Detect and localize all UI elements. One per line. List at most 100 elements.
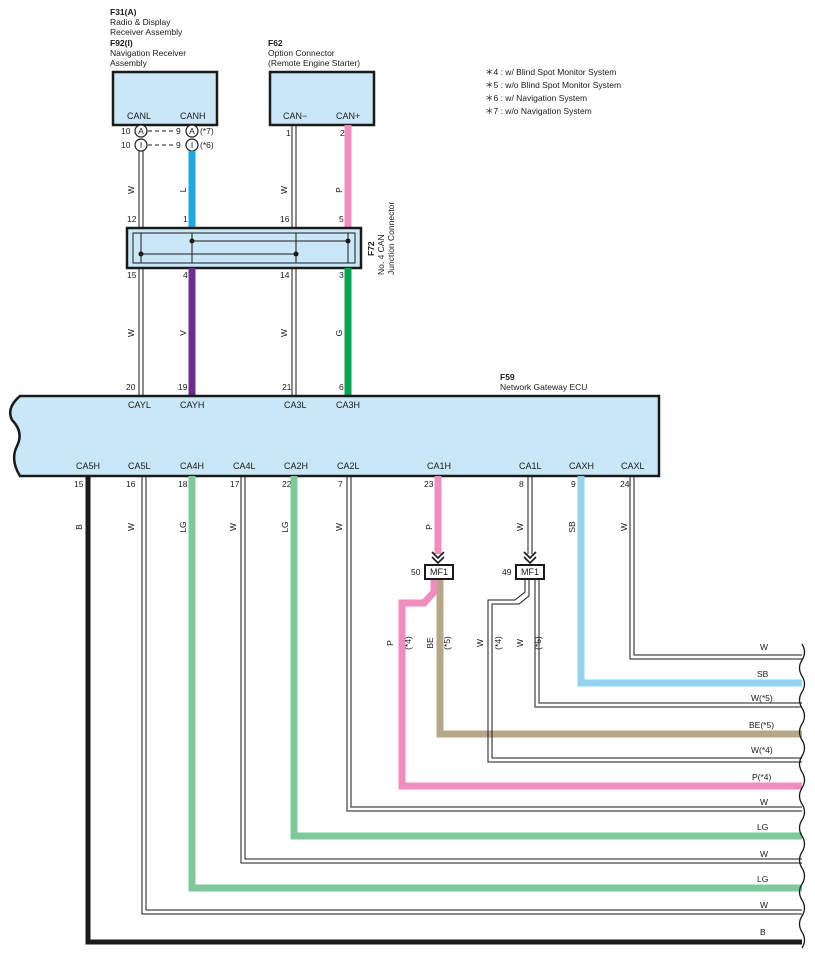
wire-b-black: [85, 476, 802, 945]
gw-label-cayl: CAYL: [128, 400, 151, 410]
connector-mark-a-left: [134, 124, 148, 138]
right-label-w5: W(*5): [751, 693, 773, 703]
gw-pin-24: 24: [620, 479, 630, 489]
branch-wire-labels: P (*4) BE (*5) W (*4) W (*5): [385, 636, 543, 650]
right-label-sb: SB: [757, 669, 769, 679]
mf1-left-label: MF1: [430, 567, 448, 577]
f72-name-2: Junction Connector: [386, 202, 396, 275]
wire-lg-green-2: [290, 476, 802, 840]
gateway-bottom-pins: 15 16 18 17 22 7 23 8 9 24: [74, 479, 630, 489]
gw-label-ca5l: CA5L: [128, 461, 151, 471]
mf1-left-pin: 50: [411, 567, 421, 577]
option-canm-label: CAN−: [283, 111, 307, 121]
right-label-w-4: W: [760, 900, 768, 910]
right-label-lg-1: LG: [757, 822, 768, 832]
splice-dot: [293, 251, 299, 257]
radio-row2-mark-l: I: [140, 140, 142, 150]
radio-row1-pin-l: 10: [121, 126, 131, 136]
option-connector-box: [268, 70, 376, 127]
radio-receiver-box: [111, 70, 219, 127]
note-5: ＊5 : w/o Blind Spot Monitor System: [485, 80, 621, 90]
lower-wires: [85, 476, 802, 945]
mf1-right-label: MF1: [521, 567, 539, 577]
f92-name-2: Assembly: [110, 58, 148, 68]
mf1-right-connector: MF1: [515, 551, 545, 580]
connector-mark-a-right: [185, 124, 199, 138]
jc-top-pin-5: 5: [339, 214, 344, 224]
connector-mark-i-left: [134, 138, 148, 152]
f31-name-1: Radio & Display: [110, 17, 171, 27]
right-label-lg-2: LG: [757, 874, 768, 884]
gateway-ecu-box: [9, 394, 661, 478]
f92-code: F92(I): [110, 38, 133, 48]
gw-top-pin-21: 21: [282, 382, 292, 392]
gw-top-pin-6: 6: [339, 382, 344, 392]
gw-pin-17: 17: [230, 479, 240, 489]
jc-top-pin-1: 1: [183, 214, 188, 224]
mf1-right-pin: 49: [502, 567, 512, 577]
branch-label-w5: W: [515, 639, 525, 647]
wire-label-p-2: P: [424, 524, 434, 530]
radio-row2-pin-r: 9: [176, 140, 181, 150]
gw-label-ca4h: CA4H: [180, 461, 204, 471]
right-label-b: B: [760, 927, 766, 937]
f72-code: F72: [366, 241, 376, 256]
gw-label-ca4l: CA4L: [233, 461, 256, 471]
radio-row2-note: (*6): [200, 140, 214, 150]
gw-pin-16: 16: [126, 479, 136, 489]
gw-label-caxl: CAXL: [621, 461, 645, 471]
radio-row1-mark-l: A: [138, 126, 144, 136]
wire-label-w-3: W: [126, 329, 136, 337]
gw-top-pin-19: 19: [178, 382, 188, 392]
junction-inner-frame: [132, 232, 356, 264]
splice-dot: [138, 251, 144, 257]
gw-pin-8: 8: [519, 479, 524, 489]
option-pin-m: 1: [286, 128, 291, 138]
jc-bottom-pin-14: 14: [280, 270, 290, 280]
gateway-bottom-labels: CA5H CA5L CA4H CA4L CA2H CA2L CA1H CA1L …: [76, 461, 645, 471]
gw-label-ca1l: CA1L: [519, 461, 542, 471]
middle-wires: [138, 268, 352, 396]
gw-pin-7: 7: [338, 479, 343, 489]
f31-name-2: Receiver Assembly: [110, 27, 183, 37]
branch-note-w5: (*5): [533, 636, 543, 650]
jc-top-pin-12: 12: [127, 214, 137, 224]
wire-label-w-5: W: [126, 523, 136, 531]
note-7: ＊7 : w/o Navigation System: [485, 106, 592, 116]
radio-row1-pin-r: 9: [176, 126, 181, 136]
gw-pin-23: 23: [424, 479, 434, 489]
wire-label-sb: SB: [567, 521, 577, 533]
mf1-left-connector: MF1: [424, 551, 454, 580]
splice-dot: [345, 238, 351, 244]
option-canp-label: CAN+: [336, 111, 360, 121]
wire-label-v: V: [178, 330, 188, 336]
f62-name-2: (Remote Engine Starter): [268, 58, 360, 68]
right-label-be5: BE(*5): [749, 720, 774, 730]
f62-name-1: Option Connector: [268, 48, 335, 58]
upper-wires: [138, 125, 352, 228]
radio-row2-mark-r: I: [191, 140, 193, 150]
wire-label-w-1: W: [126, 186, 136, 194]
gw-label-ca5h: CA5H: [76, 461, 100, 471]
wire-sb-skyblue: [577, 476, 802, 687]
right-wire-labels: W SB W(*5) BE(*5) W(*4) P(*4) W LG W LG …: [749, 642, 774, 937]
junction-connector-box: [125, 226, 363, 270]
branch-note-be: (*5): [442, 636, 452, 650]
gw-label-ca2h: CA2H: [284, 461, 308, 471]
splice-dot: [189, 238, 195, 244]
jc-bottom-pin-4: 4: [183, 270, 188, 280]
gw-pin-15: 15: [74, 479, 84, 489]
branch-label-be: BE: [425, 637, 435, 649]
right-label-w-2: W: [760, 797, 768, 807]
option-pin-p: 2: [340, 128, 345, 138]
jc-bottom-pin-15: 15: [127, 270, 137, 280]
lower-wire-labels: B W LG W LG W P W SB W: [74, 521, 629, 533]
gw-pin-18: 18: [178, 479, 188, 489]
f62-code: F62: [268, 38, 283, 48]
wire-label-p: P: [334, 187, 344, 193]
f59-code: F59: [500, 372, 515, 382]
branch-note-w4: (*4): [493, 636, 503, 650]
wire-label-b: B: [74, 524, 84, 530]
wire-label-lg-2: LG: [280, 521, 290, 532]
right-label-w-1: W: [760, 642, 768, 652]
